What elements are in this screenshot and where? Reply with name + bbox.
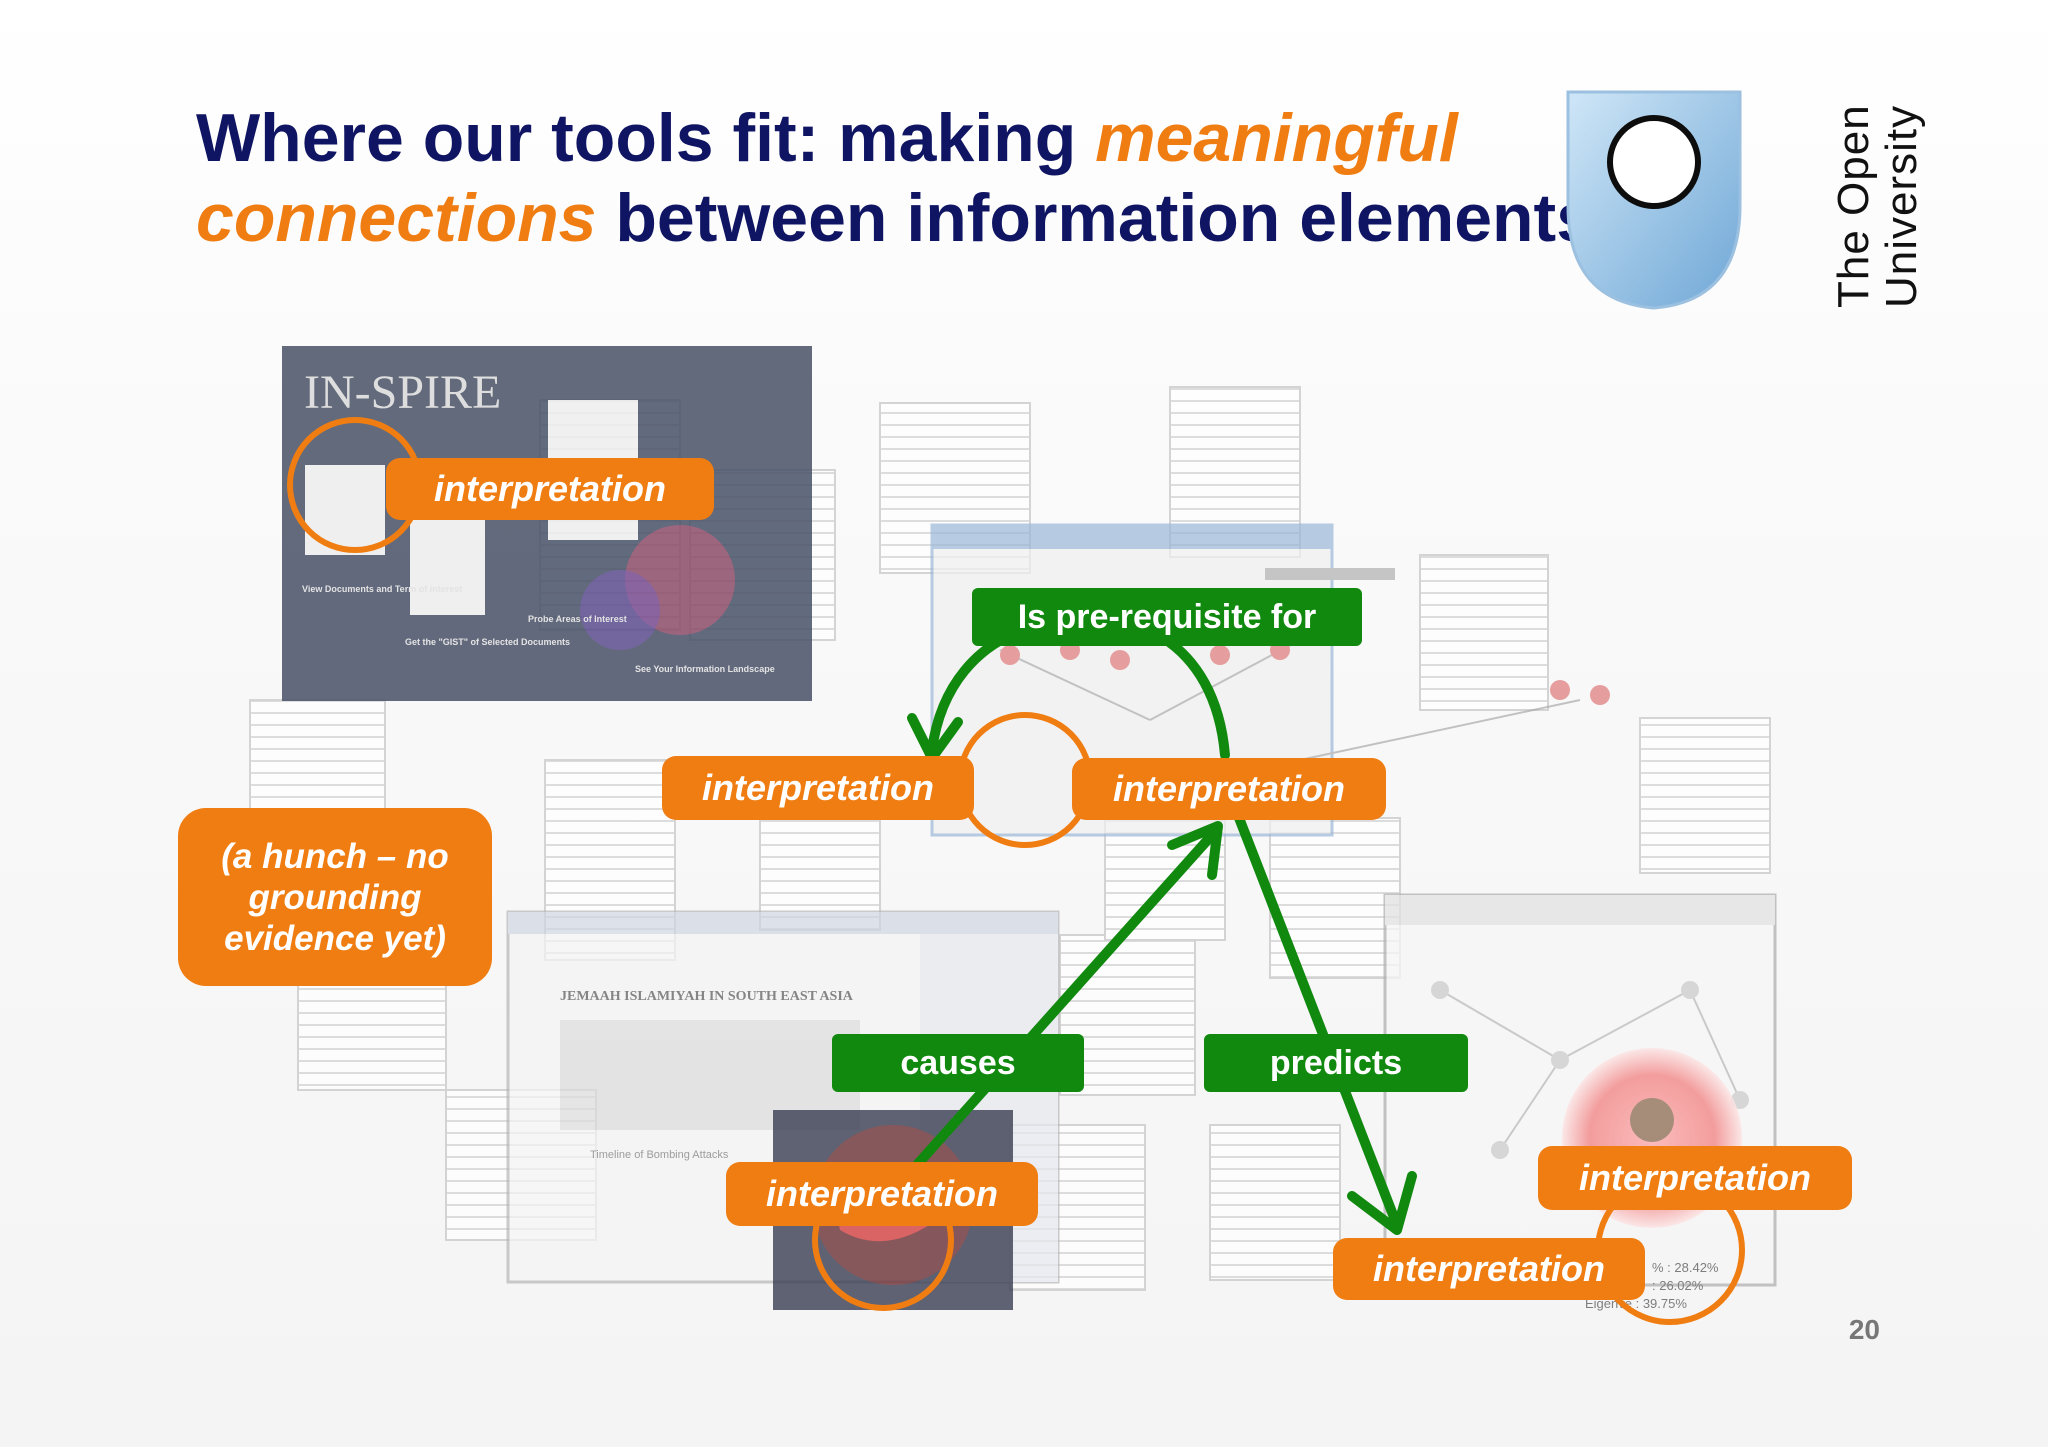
- interpretation-label-bottom-right-upper: interpretation: [1538, 1146, 1852, 1210]
- title-text-2: between information elements: [596, 180, 1595, 256]
- timeline-caption: Timeline of Bombing Attacks: [590, 1149, 729, 1161]
- causes-link-label: causes: [832, 1034, 1084, 1092]
- hunch-line-3: evidence yet): [224, 918, 446, 958]
- inspire-probe: Probe Areas of Interest: [528, 614, 627, 624]
- inspire-gist: Get the "GIST" of Selected Documents: [405, 637, 570, 647]
- title-text-1: Where our tools fit: making: [196, 100, 1096, 176]
- inspire-view-docs: View Documents and Term of interest: [302, 584, 462, 594]
- stat-line-2: : 26.02%: [1652, 1278, 1704, 1293]
- jemaah-title: JEMAAH ISLAMIYAH IN SOUTH EAST ASIA: [560, 989, 854, 1004]
- open-university-shield-logo: [1566, 90, 1742, 310]
- logo-line-1: The Open: [1829, 104, 1878, 308]
- interpretation-label-right-center: interpretation: [1072, 758, 1386, 820]
- interpretation-label-bottom-right-lower: interpretation: [1333, 1238, 1645, 1300]
- logo-line-2: University: [1877, 104, 1926, 308]
- title-highlight-meaningful: meaningful: [1095, 100, 1458, 176]
- inspire-landscape: See Your Information Landscape: [635, 664, 775, 674]
- slide-title: Where our tools fit: making meaningful co…: [196, 98, 1646, 258]
- hunch-line-1: (a hunch – no: [221, 836, 449, 876]
- prerequisite-link-label: Is pre-requisite for: [972, 588, 1362, 646]
- hunch-line-2: grounding: [248, 877, 422, 917]
- timeline-window-screenshot: JEMAAH ISLAMIYAH IN SOUTH EAST ASIA Time…: [506, 910, 1060, 1284]
- slide-number: 20: [1848, 1314, 1880, 1345]
- stat-line-1: % : 28.42%: [1652, 1260, 1719, 1275]
- interpretation-label-left-center: interpretation: [662, 756, 974, 820]
- hunch-callout: (a hunch – no grounding evidence yet): [178, 808, 492, 986]
- open-university-wordmark: The Open University: [1829, 104, 1926, 308]
- interpretation-label-inspire: interpretation: [386, 458, 714, 520]
- title-highlight-connections: connections: [196, 180, 597, 256]
- interpretation-label-bottom-left: interpretation: [726, 1162, 1038, 1226]
- inspire-title: IN-SPIRE: [304, 366, 501, 419]
- inspire-screenshot: IN-SPIRE View Documents and Term of inte…: [282, 346, 812, 701]
- predicts-link-label: predicts: [1204, 1034, 1468, 1092]
- relationship-arrows: [885, 612, 1417, 1235]
